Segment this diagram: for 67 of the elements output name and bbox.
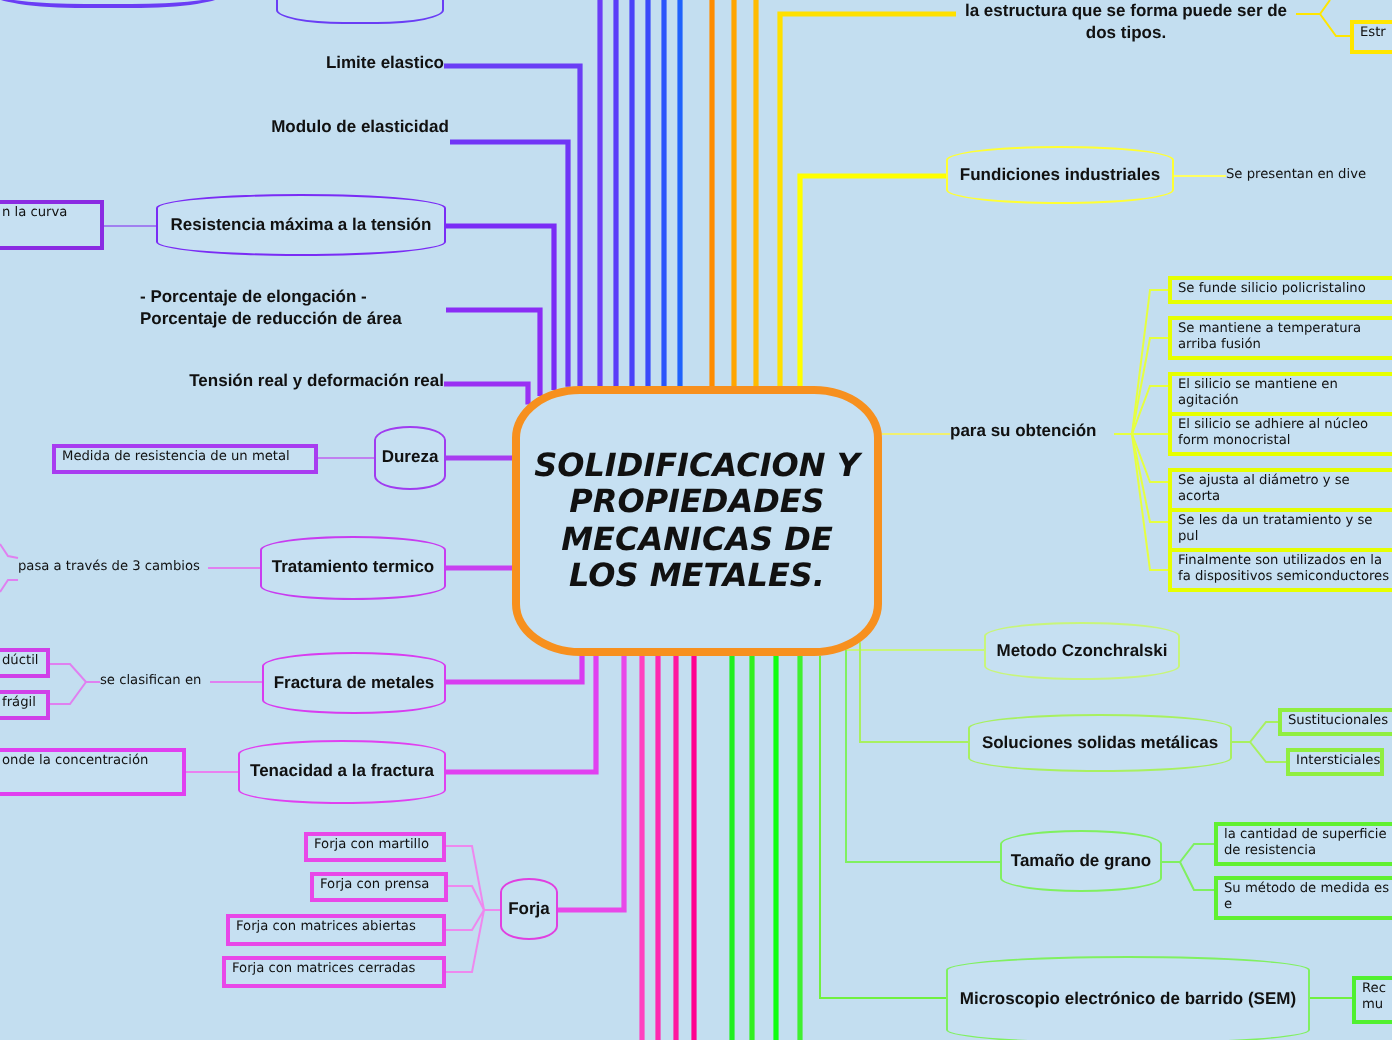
topic-box: Fundiciones industriales [946, 146, 1174, 204]
topic-box: Dureza [374, 426, 446, 490]
topic-box: Tenacidad a la fractura [238, 740, 446, 804]
connector-line [1295, 0, 1331, 15]
connector-line [209, 681, 263, 683]
topic-box: Tratamiento termico [260, 536, 446, 600]
connector-line [558, 656, 627, 913]
connector-line [450, 139, 571, 387]
connector-line [645, 0, 651, 386]
connector-line [0, 579, 19, 593]
connector-line [446, 656, 599, 775]
connector-line [777, 11, 956, 386]
connector-line [709, 0, 715, 386]
connector-line [731, 0, 737, 386]
connector-line [859, 641, 969, 743]
connector-line [1231, 741, 1287, 763]
connector-line [639, 656, 645, 1040]
connector-line [103, 225, 157, 227]
connector-line [661, 0, 667, 386]
connector-line [444, 381, 531, 405]
connector-line [691, 656, 697, 1040]
connector-line [445, 909, 501, 973]
topic-box: Microscopio electrónico de barrido (SEM) [946, 956, 1310, 1040]
connector-line [446, 307, 543, 396]
connector-line [1113, 433, 1169, 571]
connector-line [317, 457, 375, 459]
connector-line [446, 656, 585, 685]
connector-line [446, 223, 557, 390]
connector-line [673, 656, 679, 1040]
topic-label: - Porcentaje de elongación - Porcentaje de reducción de área [140, 286, 446, 334]
connector-line [207, 567, 261, 569]
topic-box: Resistencia máxima a la tensión [156, 194, 446, 256]
topic-box: Metodo Czonchralski [984, 622, 1180, 680]
topic-box: Forja [500, 878, 558, 940]
connector-line [446, 565, 512, 571]
topic-label: para su obtención [950, 420, 1114, 448]
connector-line [844, 649, 985, 651]
topic-label: la estructura que se forma puede ser de dos tipos. [956, 0, 1296, 48]
connector-line [677, 0, 683, 386]
central-topic: SOLIDIFICACION Y PROPIEDADES MECANICAS DE LOS METALES. [512, 386, 882, 656]
connector-line [880, 433, 951, 435]
connector-line [1161, 861, 1215, 891]
connector-line [613, 0, 619, 386]
connector-line [819, 654, 947, 999]
connector-line [1173, 175, 1227, 177]
connector-line [446, 455, 512, 461]
connector-line [1309, 997, 1353, 999]
connector-line [797, 656, 803, 1040]
connector-line [749, 656, 755, 1040]
connector-line [185, 771, 239, 773]
topic-box: Fractura de metales [262, 652, 446, 714]
connector-line [797, 173, 946, 386]
connector-line [629, 0, 635, 386]
connector-line [773, 656, 779, 1040]
connector-line [49, 681, 101, 705]
connector-line [729, 656, 735, 1040]
connector-line [0, 543, 19, 559]
connector-line [753, 0, 759, 386]
connector-line [845, 648, 1001, 863]
connector-line [597, 0, 603, 386]
topic-box: Tamaño de grano [1000, 830, 1162, 892]
connector-line [655, 656, 661, 1040]
topic-label: Modulo de elasticidad [270, 116, 450, 168]
connector-line [444, 63, 583, 386]
topic-label: Limite elastico [240, 52, 444, 80]
topic-label: Tensión real y deformación real [120, 370, 444, 398]
topic-box: Soluciones solidas metálicas [968, 714, 1232, 772]
